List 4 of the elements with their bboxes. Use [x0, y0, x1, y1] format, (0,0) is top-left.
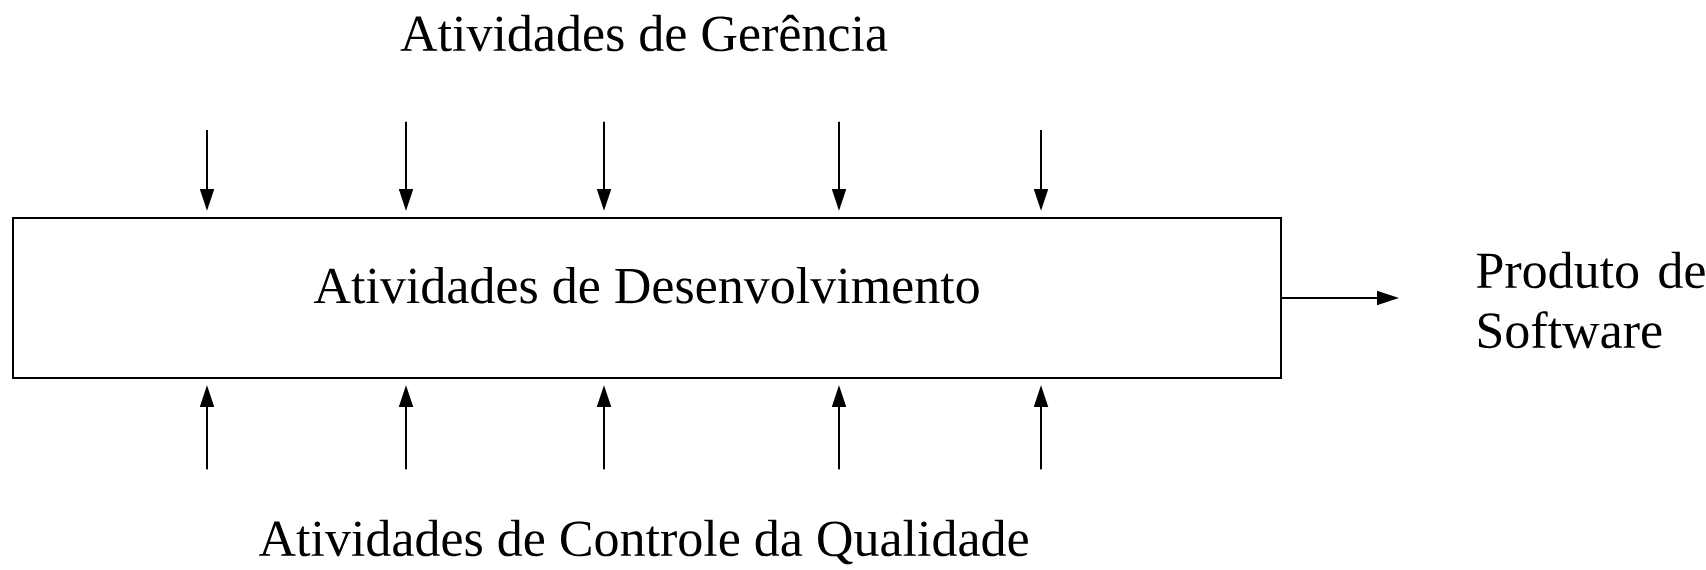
heading-text: Atividades de Controle da Qualidade: [258, 519, 1028, 565]
output-text: Produto de Software: [1476, 251, 1705, 349]
process-box: Atividades de Desenvolvimento: [12, 217, 1282, 379]
heading-text: Atividades de Gerência: [400, 14, 888, 52]
